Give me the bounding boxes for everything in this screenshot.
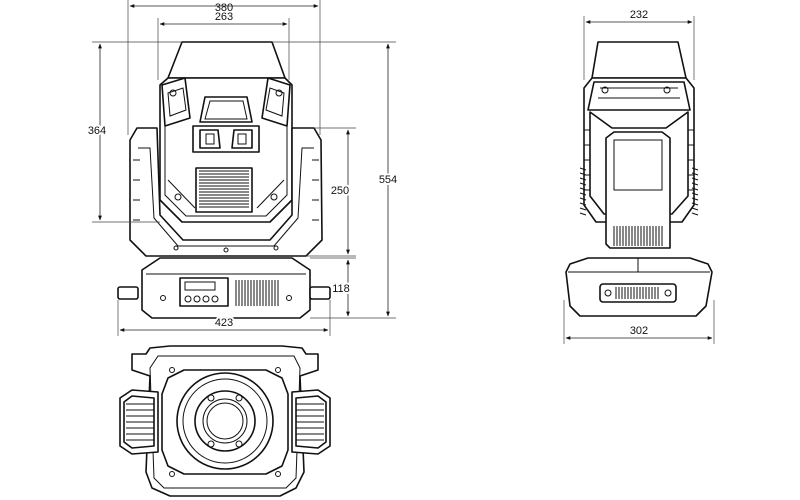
detail-line [579, 192, 587, 196]
dim-head-depth: 232 [630, 9, 648, 21]
detail-line [579, 167, 587, 171]
side-view [565, 41, 713, 317]
front-view [117, 41, 331, 319]
top-view [119, 345, 331, 497]
detail-line [579, 197, 587, 201]
dim-top-width: 380 [215, 2, 233, 14]
detail-line [579, 202, 587, 206]
detail-line [579, 187, 587, 191]
dim-yoke-height: 250 [331, 185, 349, 197]
detail-line [691, 172, 699, 176]
dim-base-depth: 302 [630, 325, 648, 337]
detail-line [691, 197, 699, 201]
detail-line [691, 182, 699, 186]
detail-line [579, 182, 587, 186]
dim-base-height: 118 [332, 283, 350, 295]
detail-line [579, 212, 587, 216]
detail-line [579, 172, 587, 176]
detail-line [691, 212, 699, 216]
detail-line [691, 177, 699, 181]
detail-line [691, 187, 699, 191]
dim-total-height: 554 [379, 174, 397, 186]
dim-head-height: 364 [88, 125, 106, 137]
side-dimensions: 232 302 [563, 9, 715, 344]
detail-line [579, 207, 587, 211]
detail-line [691, 202, 699, 206]
detail-line [691, 167, 699, 171]
detail-line [691, 207, 699, 211]
detail-line [579, 177, 587, 181]
dim-inner-top-width: 263 [215, 11, 233, 23]
front-dimensions: 380 263 364 250 554 118 423 [86, 0, 399, 336]
dim-base-width: 423 [215, 317, 233, 329]
detail-line [691, 192, 699, 196]
